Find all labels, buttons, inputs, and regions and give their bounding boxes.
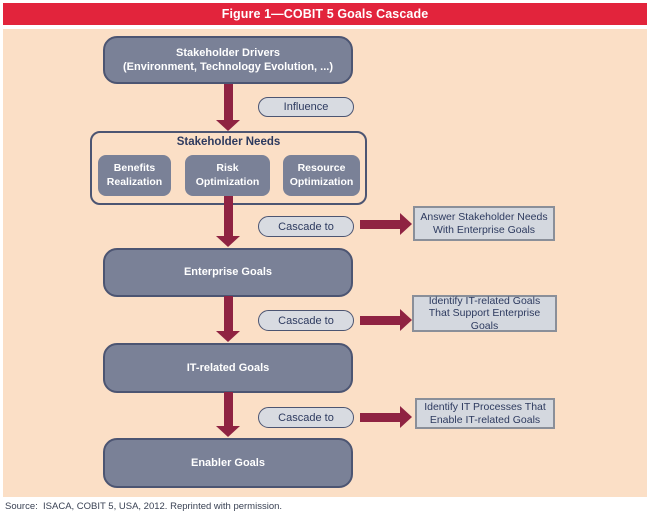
arrow-shaft (360, 412, 400, 422)
resource-optimization-line1: Resource (297, 162, 346, 175)
arrow-shaft (223, 392, 233, 426)
influence-pill: Influence (258, 97, 354, 117)
stakeholder-drivers-line1: Stakeholder Drivers (176, 46, 280, 59)
stakeholder-drivers-line2: (Environment, Technology Evolution, ...) (122, 61, 334, 73)
stakeholder-needs-title: Stakeholder Needs (176, 136, 281, 148)
source-note: Source: ISACA, COBIT 5, USA, 2012. Repri… (5, 501, 283, 512)
resource-optimization-node: Resource Optimization (283, 155, 360, 196)
down-arrow-2 (216, 196, 240, 247)
benefits-realization-node: Benefits Realization (98, 155, 171, 196)
figure-title: Figure 1—COBIT 5 Goals Cascade (221, 7, 429, 21)
it-related-goals-label: IT-related Goals (186, 361, 270, 374)
callout-line2: With Enterprise Goals (432, 223, 536, 236)
cascade-to-pill-2: Cascade to (258, 310, 354, 331)
cascade-to-label: Cascade to (278, 411, 334, 424)
cascade-to-label: Cascade to (278, 314, 334, 327)
right-arrow-3 (360, 406, 412, 428)
callout-identify-it-processes: Identify IT Processes That Enable IT-rel… (415, 398, 555, 429)
cascade-to-pill-1: Cascade to (258, 216, 354, 237)
arrow-shaft (360, 315, 400, 325)
callout-line1: Identify IT-related Goals (428, 294, 541, 307)
callout-line1: Answer Stakeholder Needs (420, 210, 548, 223)
arrow-head (400, 309, 412, 331)
risk-optimization-node: Risk Optimization (185, 155, 270, 196)
arrow-shaft (223, 296, 233, 331)
arrow-head (216, 426, 240, 437)
arrow-head (216, 236, 240, 247)
callout-line1: Identify IT Processes That (424, 400, 546, 413)
callout-identify-it-goals: Identify IT-related Goals That Support E… (412, 295, 557, 332)
enabler-goals-node: Enabler Goals (103, 438, 353, 488)
cascade-to-label: Cascade to (278, 220, 334, 233)
figure-title-bar: Figure 1—COBIT 5 Goals Cascade (3, 3, 647, 25)
benefits-realization-line1: Benefits (113, 162, 156, 175)
right-arrow-2 (360, 309, 412, 331)
resource-optimization-line2: Optimization (289, 175, 354, 188)
down-arrow-3 (216, 296, 240, 342)
arrow-head (216, 120, 240, 131)
risk-optimization-line1: Risk (216, 162, 239, 175)
benefits-realization-line2: Realization (106, 175, 163, 188)
down-arrow-4 (216, 392, 240, 437)
callout-answer-stakeholder-needs: Answer Stakeholder Needs With Enterprise… (413, 206, 555, 241)
right-arrow-1 (360, 213, 412, 235)
arrow-shaft (223, 196, 233, 236)
down-arrow-1 (216, 84, 240, 131)
arrow-head (400, 406, 412, 428)
arrow-shaft (360, 219, 400, 229)
cascade-to-pill-3: Cascade to (258, 407, 354, 428)
callout-line2: That Support Enterprise Goals (428, 307, 541, 332)
enterprise-goals-node: Enterprise Goals (103, 248, 353, 297)
arrow-head (400, 213, 412, 235)
arrow-head (216, 331, 240, 342)
stakeholder-drivers-node: Stakeholder Drivers (Environment, Techno… (103, 36, 353, 84)
risk-optimization-line2: Optimization (195, 175, 260, 188)
enterprise-goals-label: Enterprise Goals (183, 266, 273, 279)
arrow-shaft (223, 84, 233, 120)
enabler-goals-label: Enabler Goals (191, 456, 265, 469)
callout-line2: Enable IT-related Goals (429, 413, 541, 426)
influence-label: Influence (283, 101, 329, 113)
it-related-goals-node: IT-related Goals (103, 343, 353, 393)
